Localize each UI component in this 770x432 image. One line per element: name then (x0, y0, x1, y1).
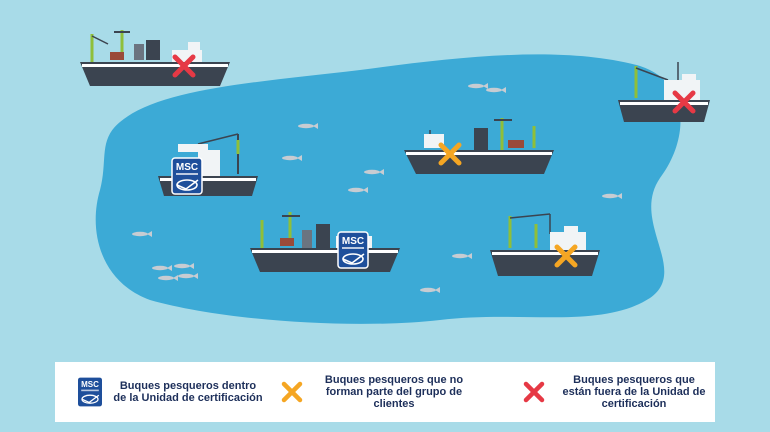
legend-label: Buques pesqueros que no forman parte del… (324, 374, 464, 410)
msc-logo-text: MSC (176, 162, 198, 173)
legend: MSC Buques pesqueros dentro de la Unidad… (55, 362, 715, 422)
boat-mid-center (404, 118, 554, 174)
msc-badge: MSC (337, 231, 369, 269)
legend-item-outside-unit: Buques pesqueros que están fuera de la U… (521, 362, 709, 422)
legend-item-inside-unit: MSC Buques pesqueros dentro de la Unidad… (77, 362, 263, 422)
legend-label: Buques pesqueros que están fuera de la U… (562, 374, 706, 410)
boat-mid-left: MSC (158, 133, 258, 196)
boat-top-right (618, 62, 710, 122)
orange-cross-icon (279, 377, 305, 407)
orange-cross-icon (438, 142, 462, 166)
svg-text:MSC: MSC (81, 380, 99, 389)
legend-item-not-client: Buques pesqueros que no forman parte del… (279, 362, 469, 422)
legend-label: Buques pesqueros dentro de la Unidad de … (113, 380, 263, 404)
red-cross-icon (521, 377, 547, 407)
boat-bottom-center: MSC (250, 212, 400, 272)
fishing-zone-diagram: MSC MSC (80, 30, 710, 324)
red-cross-icon (672, 90, 696, 114)
boat-top-left (80, 30, 230, 86)
red-cross-icon (172, 54, 196, 78)
boat-bottom-right (490, 213, 600, 276)
orange-cross-icon (554, 244, 578, 268)
msc-badge: MSC (171, 157, 203, 195)
msc-logo-text: MSC (342, 236, 364, 247)
msc-logo-icon: MSC (77, 377, 103, 407)
